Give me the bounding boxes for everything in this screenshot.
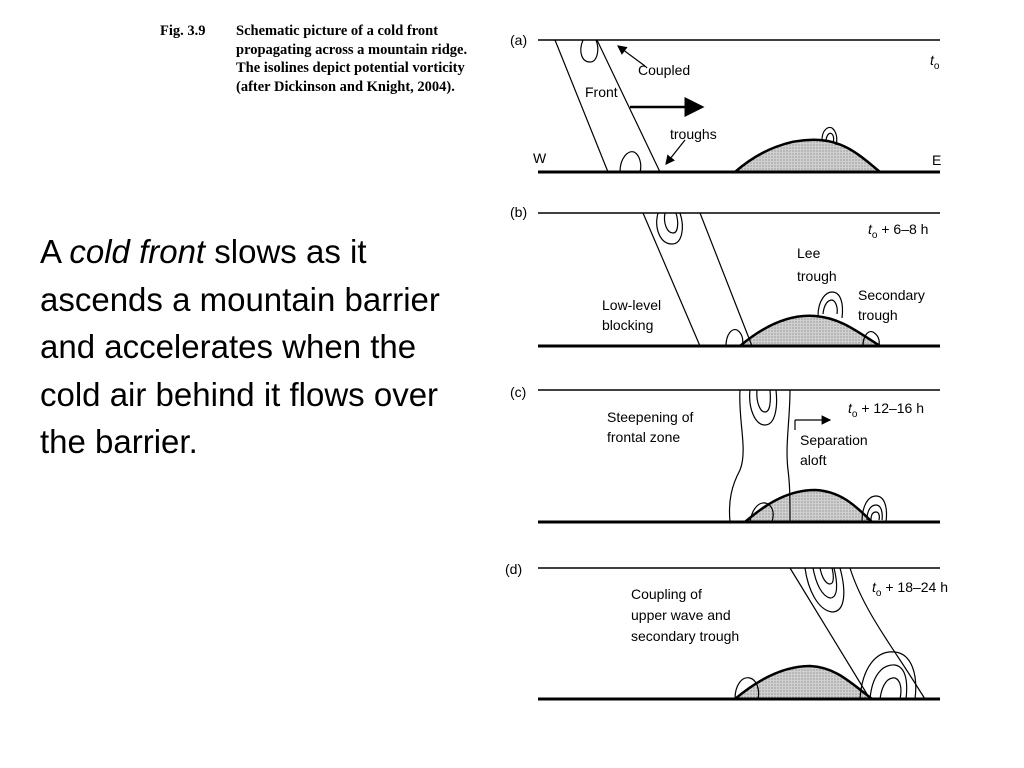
panel-b-label: (b) — [510, 204, 527, 220]
panel-d-label-secondary-trough: secondary trough — [631, 628, 739, 644]
panel-c-label-aloft: aloft — [800, 452, 827, 468]
panel-b-label-low-level: Low-level — [602, 297, 661, 313]
panel-a-coupled-arrow — [617, 45, 646, 67]
panel-a: (a) to Coupled Front troughs W E — [510, 32, 941, 174]
panel-a-front-left-edge — [554, 39, 609, 173]
panel-d-upwind-isoline — [734, 677, 760, 700]
panel-c-secondary-trough-inner — [866, 504, 883, 521]
panel-b-label-blocking: blocking — [602, 317, 653, 333]
panel-d-upper-isoline-inner — [819, 567, 834, 585]
panel-c-front-left-edge — [728, 389, 744, 523]
body-text-suffix: slows as it ascends a mountain barrier a… — [40, 233, 440, 460]
panel-a-troughs-arrow — [665, 139, 686, 165]
panel-a-label: (a) — [510, 32, 527, 48]
panel-a-label-coupled: Coupled — [638, 62, 690, 78]
body-text-italic: cold front — [69, 233, 206, 270]
panel-d-lower-isoline-outer — [859, 651, 917, 700]
body-text: A cold front slows as it ascends a mount… — [40, 228, 470, 466]
panel-c: (c) to + 12–16 h Steepening of frontal z… — [510, 384, 940, 524]
panel-d-front-right-edge — [849, 567, 926, 700]
panel-a-mountain-outline — [734, 138, 881, 173]
panel-b-label-secondary-trough: trough — [858, 307, 898, 323]
panel-d-label-upper-wave: upper wave and — [631, 607, 731, 623]
panel-a-label-front: Front — [585, 84, 618, 100]
panel-d-time: to + 18–24 h — [872, 579, 948, 599]
panel-b-front-right-edge — [699, 212, 753, 347]
panel-c-upper-isoline-inner — [756, 389, 771, 413]
panel-d-lower-isoline-middle — [869, 664, 908, 700]
panel-a-label-west: W — [533, 150, 547, 166]
panel-b-mountain — [740, 315, 880, 346]
body-text-prefix: A — [40, 233, 70, 270]
panel-b-mountain-outline — [739, 314, 881, 348]
panel-b-upper-isoline-inner — [663, 212, 679, 234]
panel-b-lee-trough-outer — [817, 291, 844, 319]
panel-a-label-troughs: troughs — [670, 126, 717, 142]
figure-caption-text: Schematic picture of a cold front propag… — [236, 23, 468, 95]
panel-d-label-coupling-of: Coupling of — [631, 586, 702, 602]
panel-b: (b) to + 6–8 h Lee trough Secondary trou… — [510, 204, 940, 348]
panel-a-mountain — [735, 139, 880, 172]
panel-b-label-lee: Lee — [797, 245, 821, 261]
panel-a-label-east: E — [932, 152, 941, 168]
panel-b-time: to + 6–8 h — [868, 221, 928, 241]
panel-a-lower-trough-isoline — [619, 151, 642, 173]
panel-c-label-frontal-zone: frontal zone — [607, 429, 680, 445]
panel-d: (d) to + 18–24 h Coupling of upper wave … — [505, 561, 948, 701]
panel-b-front-left-edge — [642, 212, 701, 347]
panel-c-lower-isoline — [749, 502, 774, 523]
panel-d-upper-isoline-middle — [812, 567, 838, 599]
panel-c-label: (c) — [510, 384, 526, 400]
panel-c-mountain — [745, 490, 872, 522]
panel-b-secondary-trough-isoline — [862, 331, 880, 347]
panel-c-secondary-trough-outer — [861, 495, 888, 523]
panel-c-mountain-outline — [744, 488, 873, 523]
panel-a-mountain-trough-outer — [821, 126, 838, 146]
panel-c-secondary-trough-core — [870, 511, 880, 521]
panel-b-lee-trough-inner — [822, 299, 838, 315]
panel-c-label-separation: Separation — [800, 432, 868, 448]
panel-a-front-right-edge — [596, 39, 661, 173]
panel-d-label: (d) — [505, 561, 522, 577]
panel-b-upper-isoline-outer — [656, 212, 683, 245]
figure-number: Fig. 3.9 — [160, 23, 206, 39]
panel-a-upper-trough-isoline — [580, 39, 599, 63]
panel-b-label-secondary: Secondary — [858, 287, 925, 303]
panel-a-time: to — [930, 52, 940, 72]
panel-c-label-steepening: Steepening of — [607, 409, 694, 425]
panel-b-label-lee-trough: trough — [797, 268, 837, 284]
panel-d-lower-isoline-inner — [879, 677, 902, 700]
panel-c-front-right-edge — [786, 389, 791, 523]
panel-d-front-left-edge — [789, 567, 871, 700]
panel-b-lower-isoline — [725, 329, 744, 347]
panel-c-time: to + 12–16 h — [848, 400, 924, 420]
panel-a-mountain-trough-inner — [825, 132, 835, 144]
panel-d-upper-isoline-outer — [804, 567, 845, 613]
panel-c-upper-isoline-outer — [749, 389, 778, 426]
